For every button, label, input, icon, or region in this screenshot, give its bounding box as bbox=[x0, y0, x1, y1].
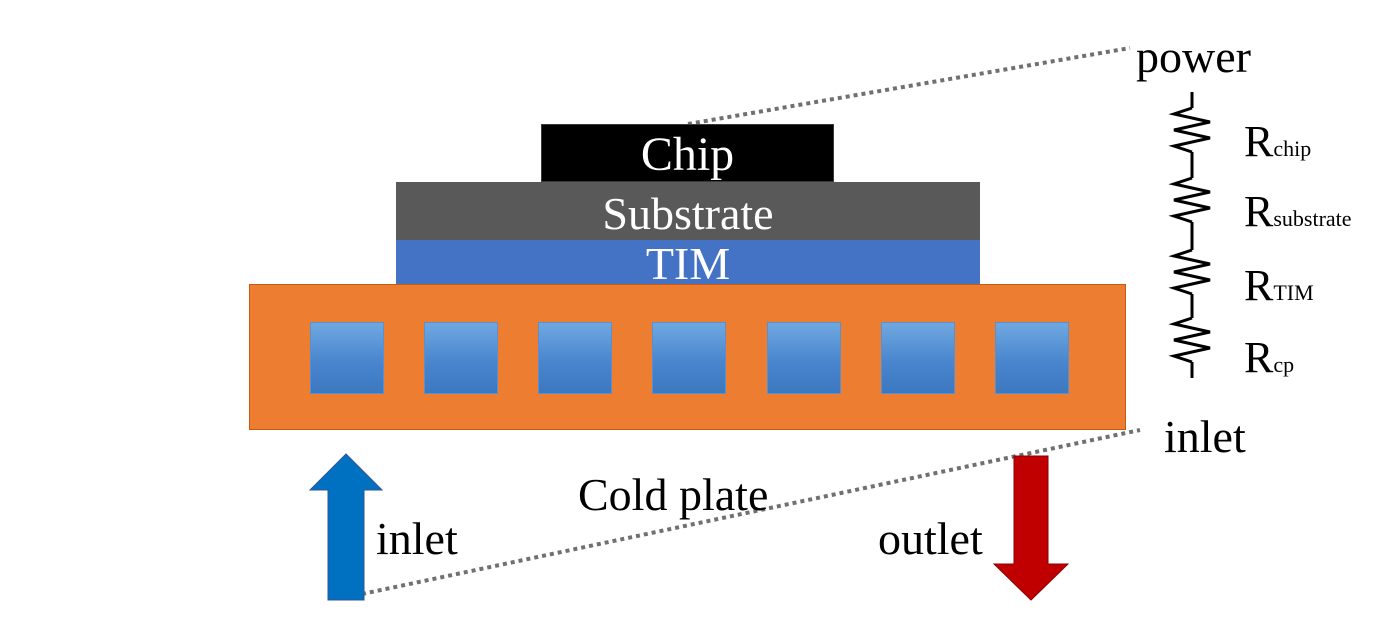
inlet-flow-label: inlet bbox=[376, 513, 458, 564]
r-tim-label: RTIM bbox=[1244, 264, 1314, 308]
inlet-arrow bbox=[308, 453, 384, 601]
r-chip-sub: chip bbox=[1273, 136, 1312, 161]
r-chip-main: R bbox=[1244, 117, 1274, 166]
cooling-channel bbox=[424, 322, 498, 394]
r-tim-sub: TIM bbox=[1273, 280, 1314, 305]
cooling-channel bbox=[881, 322, 955, 394]
r-substrate-sub: substrate bbox=[1273, 206, 1352, 231]
r-cp-sub: cp bbox=[1273, 352, 1295, 377]
r-tim-main: R bbox=[1244, 261, 1274, 310]
chip-label: Chip bbox=[640, 128, 735, 181]
r-chip-label: Rchip bbox=[1244, 120, 1311, 164]
cold-plate-label: Cold plate bbox=[578, 469, 769, 520]
top-dotted-line bbox=[687, 46, 1131, 126]
resistor-tim bbox=[1168, 248, 1211, 296]
resistor-network bbox=[1168, 92, 1211, 378]
circuit-inlet-label: inlet bbox=[1164, 411, 1246, 462]
r-cp-label: Rcp bbox=[1244, 336, 1294, 380]
cooling-channel bbox=[995, 322, 1069, 394]
outlet-arrow bbox=[992, 455, 1070, 601]
cooling-channel bbox=[538, 322, 612, 394]
chip-layer: Chip bbox=[541, 124, 834, 182]
cooling-channel bbox=[310, 322, 384, 394]
resistor-chip bbox=[1168, 106, 1211, 154]
cold-plate bbox=[249, 284, 1126, 430]
cooling-channel bbox=[652, 322, 726, 394]
r-substrate-label: Rsubstrate bbox=[1244, 190, 1352, 234]
power-label: power bbox=[1136, 31, 1251, 82]
r-substrate-main: R bbox=[1244, 187, 1274, 236]
substrate-label: Substrate bbox=[602, 188, 774, 239]
resistor-cp bbox=[1168, 316, 1211, 364]
r-cp-main: R bbox=[1244, 333, 1274, 382]
outlet-flow-label: outlet bbox=[878, 513, 983, 564]
tim-label: TIM bbox=[645, 238, 731, 289]
cooling-channel bbox=[767, 322, 841, 394]
resistor-substrate bbox=[1168, 176, 1211, 224]
tim-layer: TIM bbox=[396, 238, 980, 289]
substrate-layer: Substrate bbox=[396, 182, 980, 240]
